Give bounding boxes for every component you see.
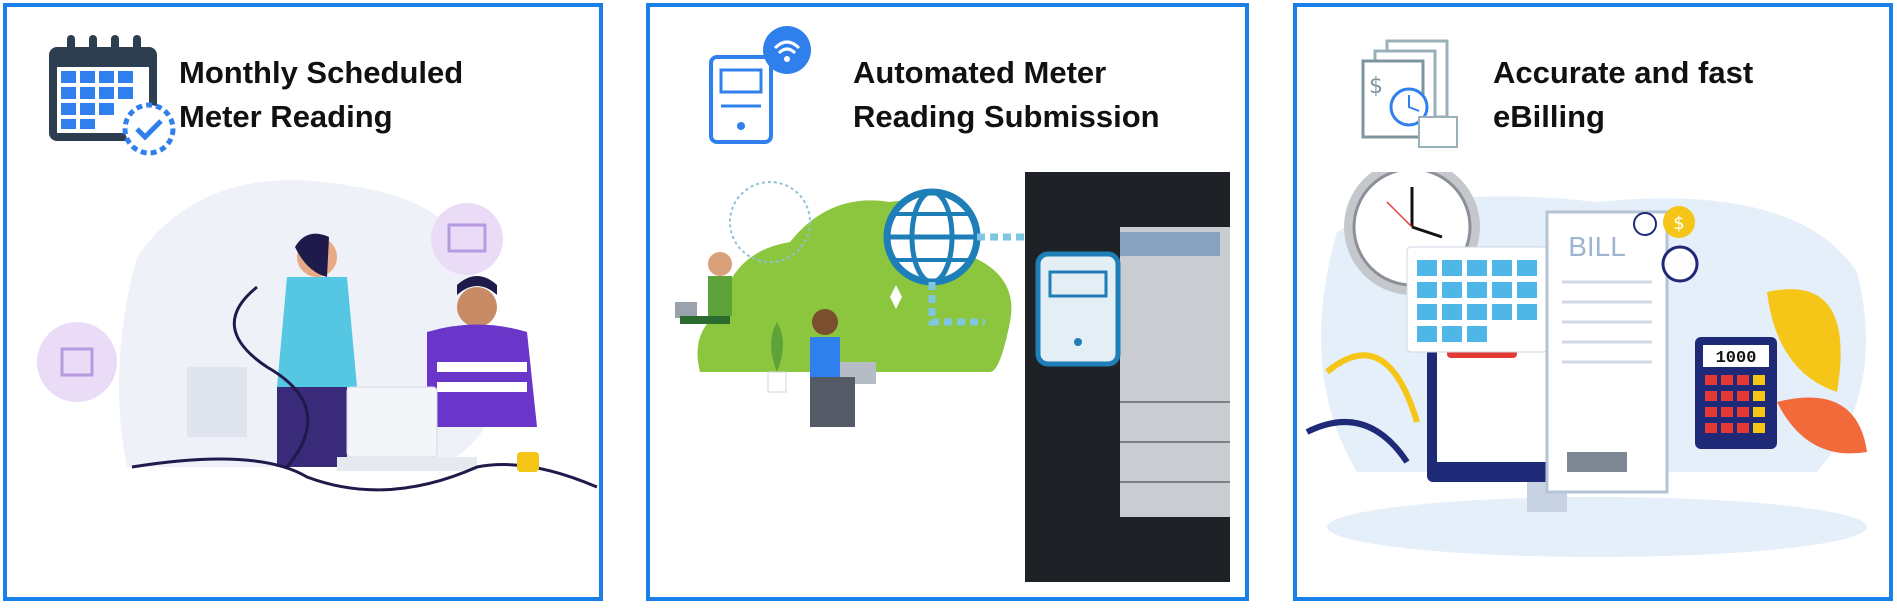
card-title: Monthly Scheduled Meter Reading	[179, 51, 463, 139]
card-title-line1: Monthly Scheduled	[179, 55, 464, 90]
people-meeting-illustration	[37, 180, 598, 492]
card-title-line1: Accurate and fast	[1493, 55, 1754, 90]
smart-meter-wifi-icon	[709, 26, 811, 144]
card-title-line2: eBilling	[1493, 99, 1605, 134]
feature-card-scheduled-reading: Monthly Scheduled Meter Reading	[3, 3, 603, 601]
feature-card-automated-submission: Automated Meter Reading Submission	[646, 3, 1249, 601]
feature-card-ebilling: $ Accurate and fast eBilling PAY	[1293, 3, 1893, 601]
calculator-display: 1000	[1716, 349, 1757, 368]
cloud-network-illustration	[675, 172, 1230, 582]
card-title-line2: Meter Reading	[179, 99, 393, 134]
billing-illustration: PAY BILL $ 1000	[1305, 172, 1867, 557]
svg-text:$: $	[1369, 74, 1383, 99]
bill-label: BILL	[1568, 231, 1626, 262]
card-title-line2: Reading Submission	[853, 99, 1160, 134]
svg-text:$: $	[1673, 213, 1684, 234]
calendar-clock-icon	[49, 35, 176, 156]
card-title: Accurate and fast eBilling	[1493, 51, 1753, 139]
bills-clock-icon: $	[1361, 39, 1458, 148]
card-title: Automated Meter Reading Submission	[853, 51, 1160, 139]
card-title-line1: Automated Meter	[853, 55, 1107, 90]
